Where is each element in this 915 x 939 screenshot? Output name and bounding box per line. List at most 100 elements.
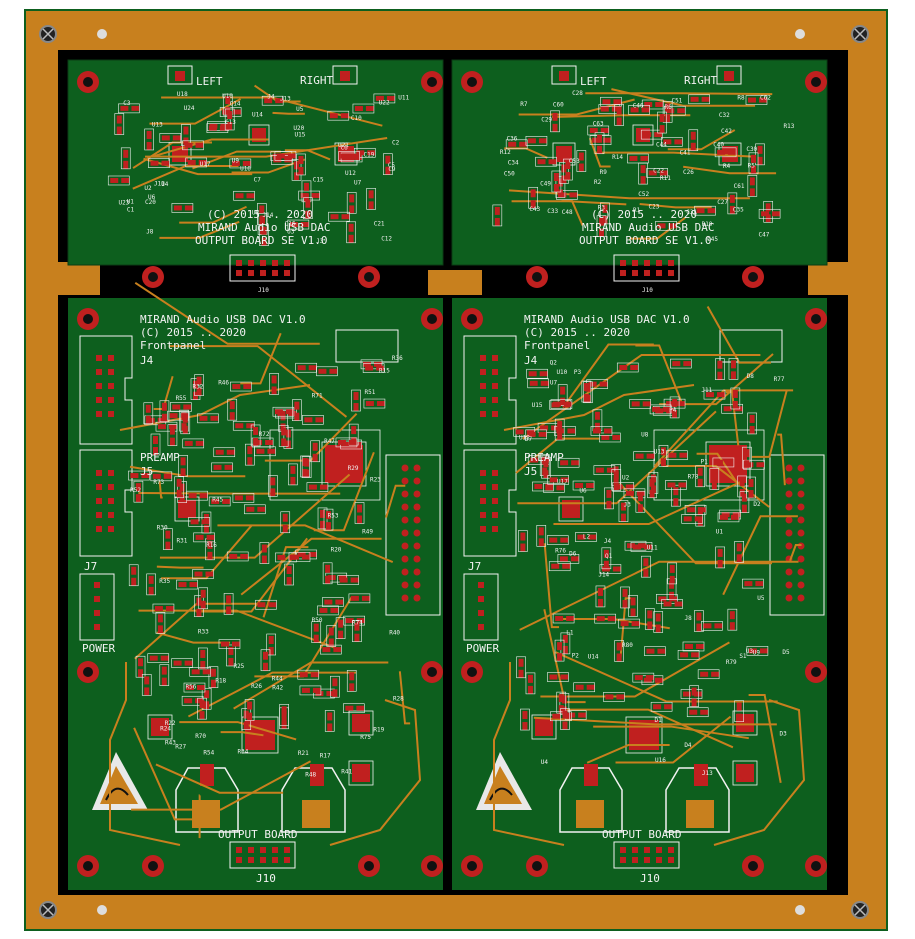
component-outline [152, 603, 175, 614]
component-outline [661, 599, 683, 609]
component-outline [616, 362, 639, 373]
smd-pad [294, 172, 300, 181]
smd-pad [716, 392, 725, 398]
header-pin [96, 369, 102, 375]
smd-pad [549, 674, 558, 680]
smd-pad [603, 428, 612, 434]
component-outline [532, 481, 554, 492]
smd-pad [653, 704, 662, 710]
smd-pad [338, 630, 344, 639]
smd-pad [205, 571, 214, 577]
smd-pad [597, 598, 603, 607]
smd-pad [332, 678, 338, 687]
smd-pad [494, 206, 500, 215]
drill-hole-icon [811, 667, 821, 677]
component-outline [596, 215, 607, 237]
header-pin [656, 260, 662, 266]
header-pin [94, 610, 100, 616]
smd-pad [229, 401, 235, 410]
designator-label: R17 [320, 753, 331, 760]
smd-pad [312, 687, 321, 693]
designator-label: R55 [176, 395, 187, 402]
smd-pad [152, 473, 161, 479]
smd-pad [235, 423, 244, 429]
smd-pad [338, 619, 344, 628]
designator-label: R11 [660, 175, 671, 182]
smd-pad [543, 470, 549, 479]
component-outline [721, 403, 743, 414]
drill-hole-icon [467, 667, 477, 677]
smd-pad [368, 201, 374, 210]
component-outline [525, 429, 547, 440]
smd-pad [190, 519, 199, 525]
smd-pad [717, 371, 723, 380]
smd-pad [552, 112, 558, 121]
designator-label: R73 [153, 479, 164, 486]
header-outline [385, 454, 441, 616]
smd-pad [145, 415, 151, 424]
designator-label: R76 [555, 548, 566, 555]
smd-pad [231, 641, 240, 647]
component-outline [727, 192, 738, 215]
smd-pad [297, 365, 306, 371]
component-outline [505, 139, 528, 150]
smd-pad [199, 415, 208, 421]
smd-pad [665, 114, 671, 123]
j7-label: J7 [84, 560, 97, 573]
designator-label: C44 [656, 141, 667, 148]
smd-pad [320, 509, 326, 518]
smd-pad [669, 564, 675, 573]
smd-pad [267, 448, 276, 454]
component-outline [646, 168, 668, 178]
designator-label: R78 [688, 474, 699, 481]
designator-label: U9 [232, 158, 240, 165]
drill-hole-icon [427, 861, 437, 871]
smd-pad [559, 556, 568, 562]
smd-pad [225, 96, 231, 105]
header-pin [413, 594, 421, 602]
smd-pad [179, 483, 185, 492]
header-pin [478, 624, 484, 630]
component-outline [600, 96, 622, 107]
header-pin [108, 369, 114, 375]
designator-label: U15 [295, 131, 306, 138]
smd-pad [308, 365, 317, 371]
smd-pad [638, 543, 647, 549]
capacitor-pad [302, 800, 330, 828]
designator-label: R44 [272, 675, 283, 682]
smd-pad [332, 689, 338, 698]
component-outline [189, 667, 211, 677]
header-pin [272, 857, 278, 863]
component-outline [601, 547, 612, 570]
drill-hole-icon [748, 861, 758, 871]
component-outline [575, 532, 597, 542]
smd-pad [640, 155, 649, 161]
smd-pad [562, 634, 568, 643]
smd-pad [365, 401, 374, 407]
component-outline [251, 437, 274, 448]
designator-label: C34 [508, 159, 519, 166]
smd-pad [194, 571, 203, 577]
header-pin [284, 270, 290, 276]
designator-label: U12 [345, 170, 356, 177]
component-outline [233, 190, 255, 201]
designator-label: D1 [654, 717, 662, 724]
smd-pad [560, 386, 566, 395]
copper-trace [220, 731, 264, 737]
designator-label: U3 [746, 648, 754, 655]
component-outline [297, 669, 320, 680]
smd-pad [353, 441, 362, 447]
smd-pad [668, 223, 677, 229]
smd-pad [540, 380, 549, 386]
designator-label: C9 [388, 166, 396, 173]
header-pin [785, 581, 793, 589]
smd-pad [696, 208, 705, 214]
header-pin [797, 568, 805, 576]
smd-pad [268, 602, 277, 608]
header-pin [401, 516, 409, 524]
smd-pad [348, 234, 354, 243]
smd-pad [668, 452, 677, 458]
power-label: POWER [466, 642, 499, 655]
smd-pad [667, 482, 676, 488]
